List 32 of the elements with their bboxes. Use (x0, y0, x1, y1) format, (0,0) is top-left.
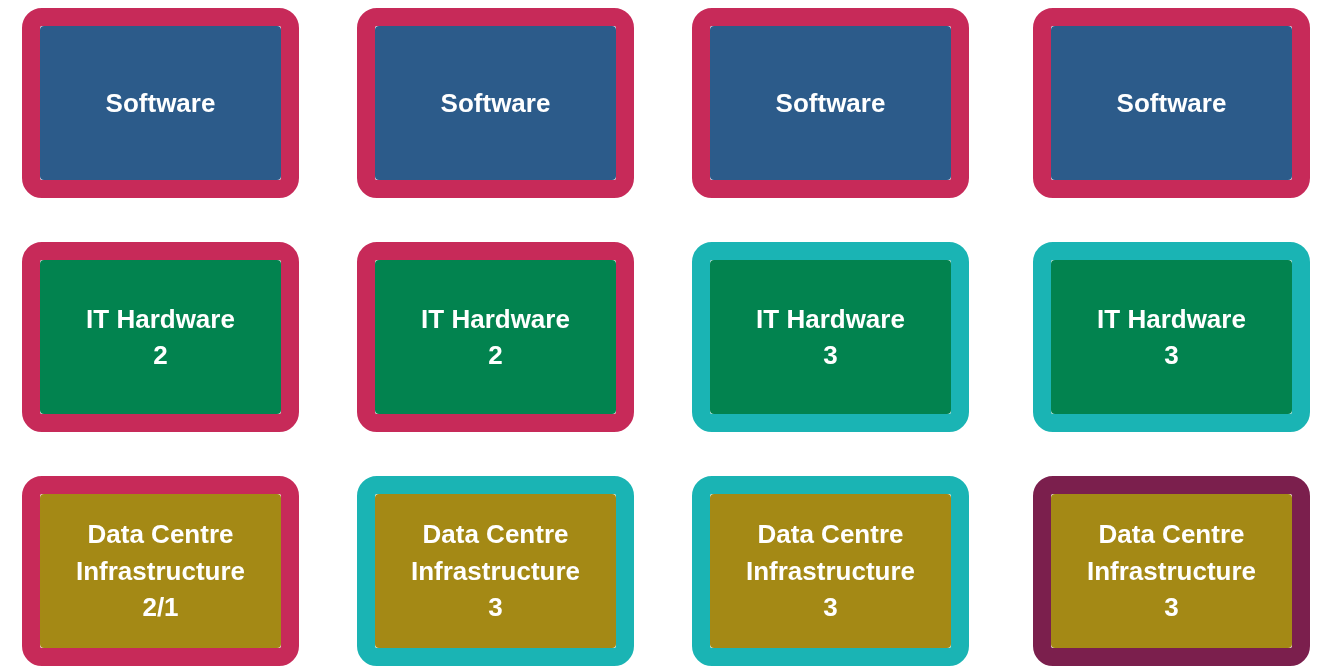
category-label: 3 (1164, 339, 1179, 372)
category-label: 3 (823, 339, 838, 372)
category-label: Data Centre Infrastructure (74, 518, 246, 588)
category-label: Software (440, 86, 551, 120)
category-label: Data Centre Infrastructure (1085, 518, 1257, 588)
category-card (692, 242, 969, 432)
category-card (357, 476, 634, 666)
category-card (357, 242, 634, 432)
category-label: 2 (153, 339, 168, 372)
category-label: 3 (1164, 591, 1179, 625)
category-label: Software (775, 86, 886, 120)
category-label: Data Centre Infrastructure (409, 518, 581, 588)
category-label: Data Centre Infrastructure (744, 518, 916, 588)
category-card (692, 8, 969, 198)
category-card (22, 242, 299, 432)
category-card (1033, 476, 1310, 666)
category-label: 3 (488, 591, 503, 625)
category-card (1033, 242, 1310, 432)
category-label: Software (105, 86, 216, 120)
category-label: IT Hardware (1097, 302, 1246, 336)
category-label: 3 (823, 591, 838, 625)
category-label: IT Hardware (756, 302, 905, 336)
category-label: 2 (488, 339, 503, 372)
category-card (357, 8, 634, 198)
category-card (22, 8, 299, 198)
category-card (1033, 8, 1310, 198)
category-card (692, 476, 969, 666)
category-label: Software (1116, 86, 1227, 120)
category-card (22, 476, 299, 666)
category-label: 2/1 (142, 591, 179, 625)
category-label: IT Hardware (86, 302, 235, 336)
category-label: IT Hardware (421, 302, 570, 336)
